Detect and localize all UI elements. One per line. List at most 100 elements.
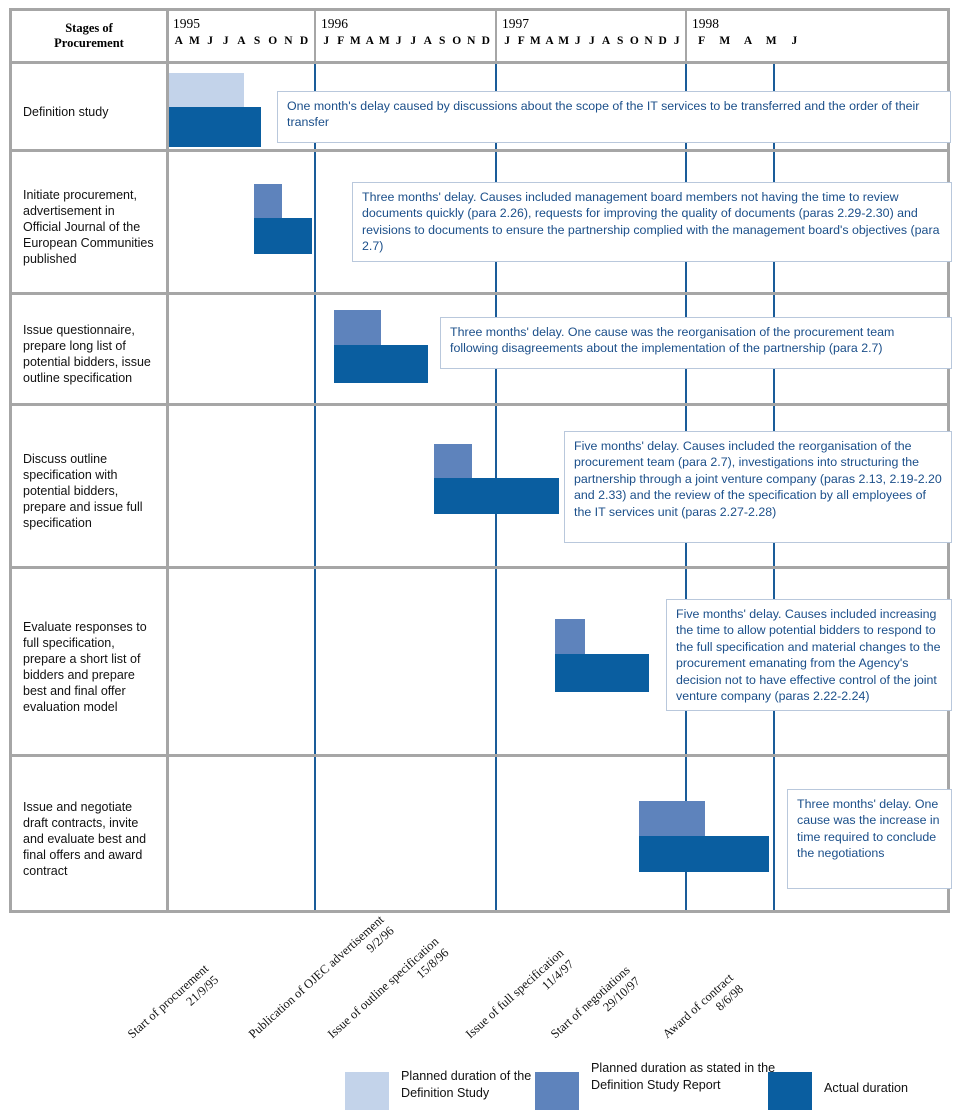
- stage-row: Issue and negotiate draft contracts, inv…: [12, 757, 952, 910]
- row-divider: [12, 149, 947, 152]
- stage-row: Definition study One month's delay cause…: [12, 64, 951, 149]
- year-divider-1996-1997: [495, 11, 497, 61]
- year-label: 1995: [173, 16, 200, 31]
- month-tick: A: [601, 35, 611, 47]
- label-column-divider: [166, 569, 169, 754]
- month-tick: A: [174, 35, 183, 47]
- gridline-1997: [495, 569, 497, 754]
- bar-actual-duration: [169, 107, 261, 147]
- month-tick: J: [410, 35, 417, 47]
- month-tick: J: [207, 35, 214, 47]
- legend-swatch-actual: [768, 1072, 812, 1110]
- legend-item: Actual duration: [768, 1058, 958, 1118]
- milestone-label: Award of contract 8/6/98: [660, 971, 747, 1053]
- month-tick: J: [589, 35, 595, 47]
- month-tick: J: [395, 35, 402, 47]
- year-divider-1997-1998: [685, 11, 687, 61]
- gridline-1996: [314, 757, 316, 910]
- gridline-1996: [314, 406, 316, 566]
- row-plot-area: Three months' delay. Causes included man…: [169, 152, 952, 292]
- label-column-divider: [166, 64, 169, 149]
- month-tick: A: [237, 35, 246, 47]
- bar-planned-report: [434, 444, 472, 478]
- month-tick: S: [253, 35, 261, 47]
- stage-label: Issue questionnaire, prepare long list o…: [23, 323, 151, 385]
- month-tick: M: [378, 35, 390, 47]
- annotation-note: One month's delay caused by discussions …: [277, 91, 951, 143]
- month-tick: N: [467, 35, 476, 47]
- legend-swatch-planned-report: [535, 1072, 579, 1110]
- stage-row: Discuss outline specification with poten…: [12, 406, 952, 566]
- stage-row: Evaluate responses to full specification…: [12, 569, 952, 754]
- stages-of-procurement-header: Stages of Procurement: [12, 11, 166, 61]
- bar-planned-report: [555, 619, 585, 654]
- month-tick: M: [558, 35, 570, 47]
- header-row-divider: [12, 61, 947, 64]
- month-tick: N: [284, 35, 293, 47]
- stage-row: Issue questionnaire, prepare long list o…: [12, 295, 952, 403]
- row-divider: [12, 292, 947, 295]
- stage-label: Definition study: [23, 104, 109, 119]
- month-tick: O: [629, 35, 639, 47]
- month-tick: M: [189, 35, 200, 47]
- stage-label: Initiate procurement, advertisement in O…: [23, 188, 154, 266]
- legend-label: Planned duration as stated in the Defini…: [591, 1061, 776, 1092]
- stage-label: Evaluate responses to full specification…: [23, 619, 147, 714]
- legend-swatch-planned-definition-study: [345, 1072, 389, 1110]
- month-tick: M: [529, 35, 541, 47]
- stage-label: Discuss outline specification with poten…: [23, 452, 143, 530]
- month-tick: F: [517, 35, 525, 47]
- month-tick: N: [644, 35, 653, 47]
- annotation-note: Five months' delay. Causes included the …: [564, 431, 952, 543]
- milestone-label: Start of procurement 21/9/95: [125, 961, 222, 1053]
- bar-actual-duration: [639, 836, 769, 872]
- gridline-end: [773, 757, 775, 910]
- annotation-note: Three months' delay. One cause was the r…: [440, 317, 952, 369]
- month-tick: J: [323, 35, 330, 47]
- month-tick: J: [222, 35, 229, 47]
- gridline-1996: [314, 295, 316, 403]
- stages-title-line2: Procurement: [54, 36, 124, 50]
- row-plot-area: Five months' delay. Causes included incr…: [169, 569, 952, 754]
- month-tick: D: [481, 35, 490, 47]
- month-tick: M: [765, 35, 777, 47]
- bar-planned-report: [639, 801, 705, 836]
- row-divider: [12, 754, 947, 757]
- milestone-labels: Start of procurement 21/9/95 Publication…: [0, 912, 959, 1048]
- bar-planned-report: [254, 184, 282, 218]
- month-tick: J: [791, 35, 798, 47]
- label-column-divider: [166, 152, 169, 292]
- gridline-1996: [314, 152, 316, 292]
- bar-planned-definition-study: [169, 73, 244, 107]
- legend-label: Actual duration: [824, 1081, 909, 1095]
- legend: Planned duration of the Definition Study…: [0, 1058, 959, 1120]
- month-tick: D: [658, 35, 667, 47]
- year-label: 1997: [502, 16, 529, 31]
- row-divider: [12, 403, 947, 406]
- label-column-divider: [166, 757, 169, 910]
- row-plot-area: One month's delay caused by discussions …: [169, 64, 951, 149]
- label-column-divider: [166, 406, 169, 566]
- year-label: 1996: [321, 16, 348, 31]
- year-label: 1998: [692, 16, 719, 31]
- bar-actual-duration: [434, 478, 559, 514]
- stage-row: Initiate procurement, advertisement in O…: [12, 152, 952, 292]
- row-plot-area: Three months' delay. One cause was the r…: [169, 295, 952, 403]
- month-tick: A: [365, 35, 374, 47]
- legend-label: Planned duration of the Definition Study: [401, 1069, 532, 1100]
- month-tick: D: [299, 35, 309, 47]
- month-tick: J: [574, 35, 581, 47]
- bar-planned-report: [334, 310, 381, 345]
- legend-item: Planned duration of the Definition Study: [345, 1058, 585, 1118]
- month-tick: A: [545, 35, 554, 47]
- year-divider-1995-1996: [314, 11, 316, 61]
- month-tick: S: [439, 35, 446, 47]
- month-tick: O: [452, 35, 462, 47]
